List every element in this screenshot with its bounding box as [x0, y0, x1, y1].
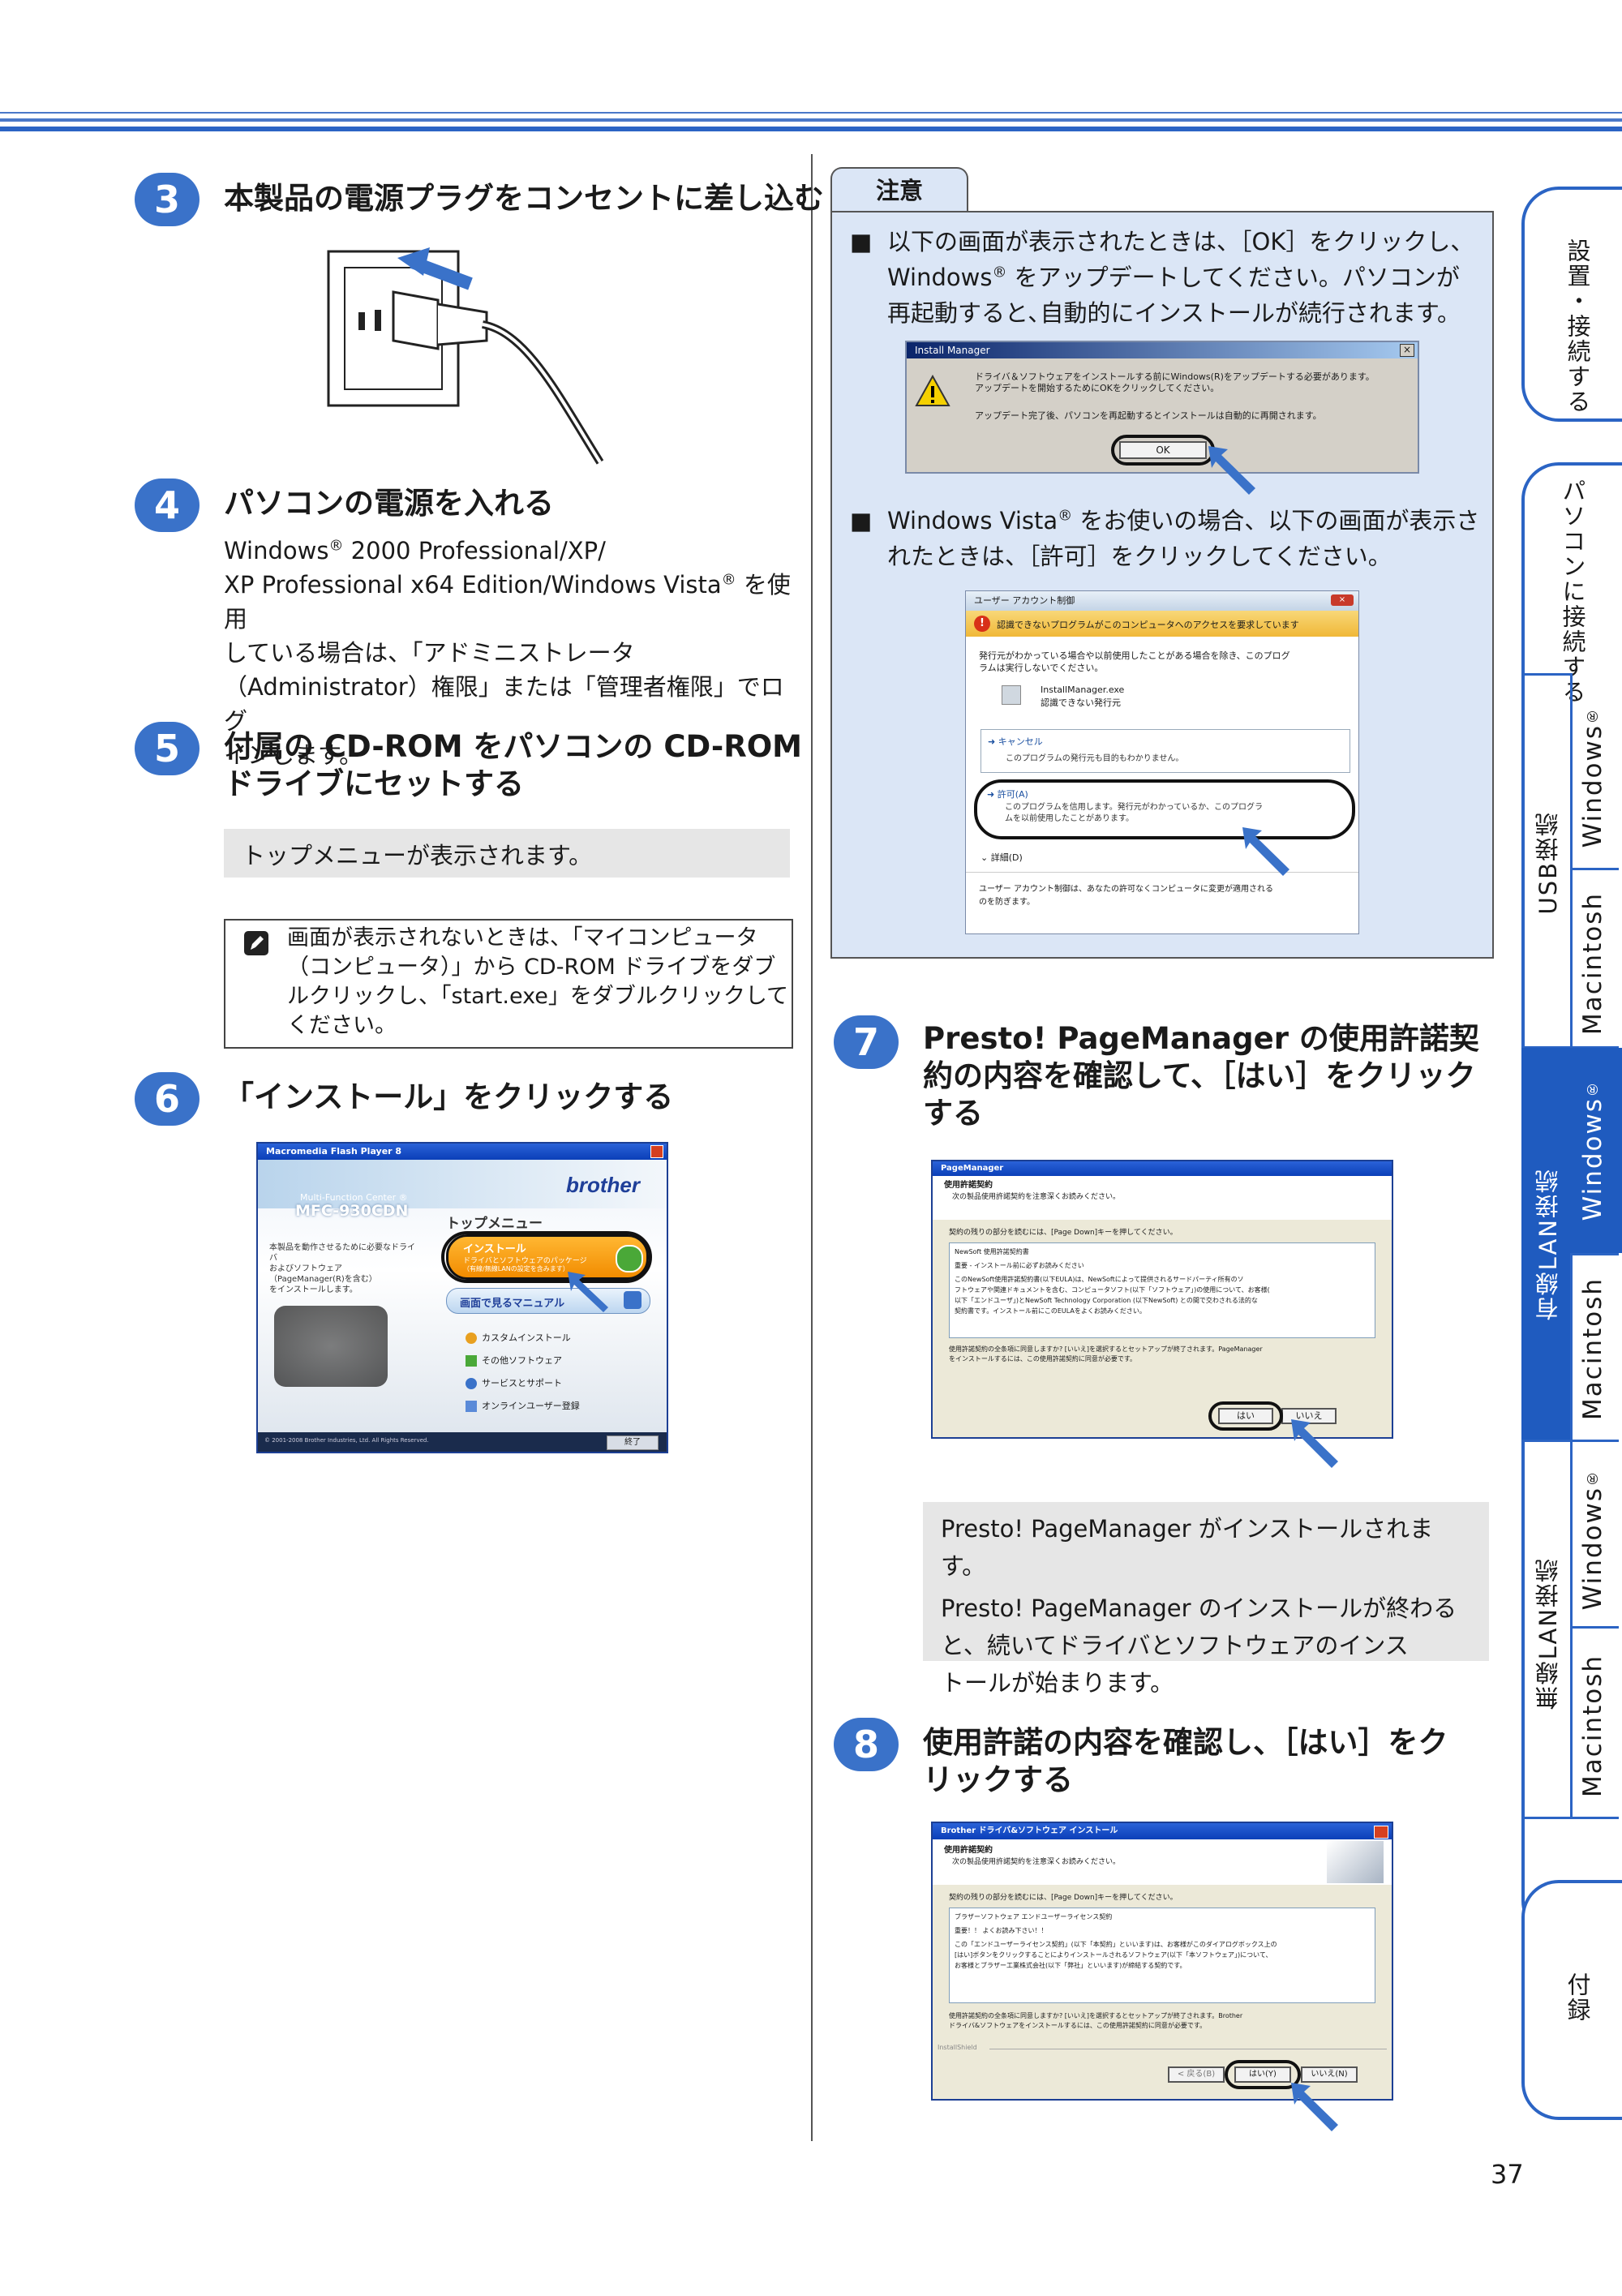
step-7-result: Presto! PageManager がインストールされます。 Presto!…: [923, 1502, 1489, 1697]
pointer-arrow-icon: [1242, 827, 1289, 876]
header-rule-thick: [0, 127, 1622, 131]
close-icon[interactable]: ×: [1400, 344, 1414, 357]
menu-other-software[interactable]: その他ソフトウェア: [466, 1350, 580, 1372]
license-text-area[interactable]: ブラザーソフトウェア エンドユーザーライセンス契約 重要！！ よくお読み下さい！…: [949, 1908, 1375, 2003]
step-7-title: Presto! PageManager の使用許諾契 約の内容を確認して、［はい…: [923, 1021, 1479, 1131]
tab-wireless-windows[interactable]: Windows®: [1578, 1468, 1607, 1611]
uac-dialog: ユーザー アカウント制御 × ! 認識できないプログラムがこのコンピュータへのア…: [965, 590, 1359, 934]
tab-wired-label: 有線LAN接続: [1534, 1168, 1562, 1321]
model-name: MFC-930CDN: [295, 1202, 409, 1220]
close-icon[interactable]: [650, 1145, 663, 1158]
no-button[interactable]: いいえ(N): [1301, 2066, 1358, 2083]
step-5-result: トップメニューが表示されます。: [224, 829, 790, 878]
step-number-7: 7: [834, 1015, 899, 1069]
brother-logo: brother: [566, 1173, 640, 1197]
back-button[interactable]: < 戻る(B): [1168, 2066, 1225, 2083]
printer-image: [274, 1306, 388, 1387]
header-graphic: [1327, 1841, 1384, 1883]
program-icon: [1002, 685, 1021, 705]
tab-usb-label: USB接続: [1534, 811, 1562, 915]
gear-icon: [466, 1333, 477, 1344]
pointer-arrow-icon: [568, 1272, 608, 1312]
step-8-title: 使用許諾の内容を確認し、［はい］をク リックする: [923, 1725, 1448, 1797]
power-plug-illustration: [327, 247, 604, 465]
page-number: 37: [1491, 2159, 1524, 2190]
tab-usb-windows[interactable]: Windows®: [1578, 706, 1607, 848]
step-6-title: 「インストール」をクリックする: [224, 1079, 674, 1114]
tab-appendix[interactable]: 付録: [1521, 1880, 1622, 2120]
menu-online-registration[interactable]: オンラインユーザー登録: [466, 1395, 580, 1418]
manual-button[interactable]: 画面で見るマニュアル: [446, 1288, 650, 1314]
uac-details-toggle[interactable]: ⌄ 詳細(D): [980, 852, 1023, 863]
step-4-title: パソコンの電源を入れる: [224, 486, 554, 521]
flash-player-window: Macromedia Flash Player 8 brother Multi-…: [256, 1142, 668, 1453]
license-text-area[interactable]: NewSoft 使用許諾契約書 重要 - インストール前に必ずお読みください こ…: [949, 1242, 1375, 1338]
uac-cancel-option[interactable]: ➜ キャンセル このプログラムの発行元も目的もわかりません。: [980, 729, 1350, 773]
close-icon[interactable]: ×: [1331, 594, 1354, 606]
caution-item-1: ■以下の画面が表示されたときは、［OK］をクリックし、 Windows® をアッ…: [850, 228, 1474, 327]
tab-wired-windows-active[interactable]: [1521, 1048, 1622, 1253]
software-icon: [466, 1355, 477, 1367]
warning-icon: [915, 375, 950, 406]
pagemanager-dialog: PageManager 使用許諾契約 次の製品使用許諾契約を注意深くお読みくださ…: [931, 1160, 1393, 1439]
tab-wireless-label: 無線LAN接続: [1534, 1557, 1562, 1710]
step-5-title: 付属の CD-ROM をパソコンの CD-ROM ドライブにセットする: [224, 729, 802, 801]
menu-support[interactable]: サービスとサポート: [466, 1372, 580, 1395]
exit-button[interactable]: 終了: [607, 1436, 659, 1450]
pointer-arrow-icon: [1291, 1419, 1338, 1468]
step-4-body: Windows® 2000 Professional/XP/ XP Profes…: [224, 537, 791, 769]
register-icon: [466, 1401, 477, 1412]
step-3-title: 本製品の電源プラグをコンセントに差し込む: [224, 181, 824, 216]
step-number-4: 4: [135, 479, 200, 532]
step-number-3: 3: [135, 173, 200, 226]
tab-connect-pc-label: パソコンに接続する: [1559, 479, 1586, 705]
book-icon: [624, 1291, 642, 1309]
step-number-8: 8: [834, 1718, 899, 1771]
support-icon: [466, 1378, 477, 1389]
tab-wired-macintosh[interactable]: Macintosh: [1578, 1277, 1607, 1420]
step-5-note: 画面が表示されないときは、「マイコンピュータ （コンピュータ）」から CD-RO…: [224, 919, 793, 1049]
header-rule-thin: [0, 112, 1622, 114]
close-icon[interactable]: [1374, 1826, 1388, 1839]
step-number-6: 6: [135, 1072, 200, 1126]
install-manager-dialog: Install Manager × ドライバ＆ソフトウェアをインストールする前に…: [905, 341, 1419, 474]
shield-warning-icon: !: [974, 616, 990, 632]
note-pencil-icon: [244, 931, 268, 955]
caution-item-2: ■Windows Vista® をお使いの場合、以下の画面が表示さ れたときは、…: [850, 507, 1480, 570]
tab-usb-macintosh[interactable]: Macintosh: [1578, 892, 1607, 1035]
tab-setup[interactable]: 設置・接続する: [1521, 187, 1622, 422]
tab-wired-windows[interactable]: Windows®: [1578, 1079, 1607, 1221]
flash-titlebar: Macromedia Flash Player 8: [258, 1144, 667, 1160]
brother-eula-dialog: Brother ドライバ&ソフトウェア インストール 使用許諾契約 次の製品使用…: [931, 1822, 1393, 2101]
column-divider: [811, 154, 813, 2141]
header-rule-mid: [0, 118, 1622, 122]
pointer-arrow-icon: [1208, 446, 1255, 495]
pointer-arrow-icon: [1291, 2083, 1338, 2131]
tab-wireless-macintosh[interactable]: Macintosh: [1578, 1654, 1607, 1797]
step-number-5: 5: [135, 722, 200, 775]
caution-label: 注意: [830, 167, 968, 212]
menu-custom-install[interactable]: カスタムインストール: [466, 1327, 580, 1350]
